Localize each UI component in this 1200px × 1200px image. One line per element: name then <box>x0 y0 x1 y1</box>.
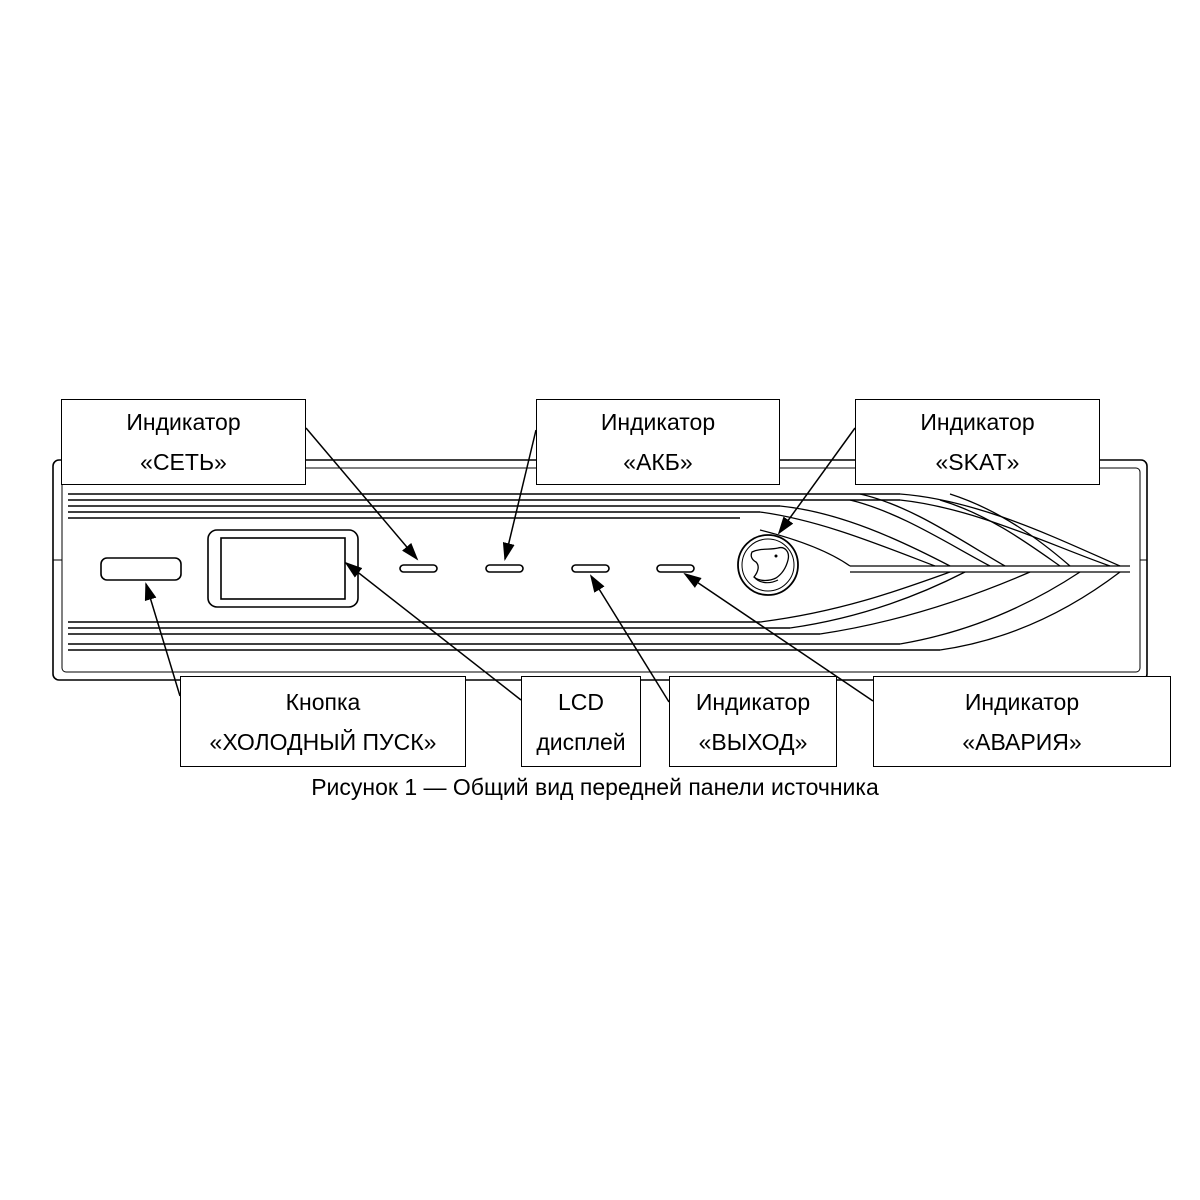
leader-set <box>305 427 419 561</box>
callout-cold-start-line1: Кнопка <box>285 688 361 715</box>
callout-indicator-skat: Индикатор «SKAT» <box>855 399 1100 485</box>
callout-alarm-line1: Индикатор <box>964 688 1080 715</box>
indicator-output-slot <box>571 564 610 573</box>
callout-akb-line2: «АКБ» <box>623 449 693 475</box>
leader-lcd <box>344 561 522 701</box>
callout-indicator-akb: Индикатор «АКБ» <box>536 399 780 485</box>
leader-akb <box>502 429 537 561</box>
callout-skat-line2: «SKAT» <box>935 449 1020 475</box>
callout-output-line1: Индикатор <box>695 688 811 715</box>
callout-lcd-display: LCD дисплей <box>521 676 641 767</box>
cold-start-button[interactable] <box>100 557 182 581</box>
indicator-alarm-slot <box>656 564 695 573</box>
upper-rails <box>68 493 900 519</box>
chevron-stripes <box>759 493 1130 651</box>
callout-indicator-output: Индикатор «ВЫХОД» <box>669 676 837 767</box>
leader-cold-start <box>144 582 181 697</box>
callout-cold-start-line2: «ХОЛОДНЫЙ ПУСК» <box>209 728 437 755</box>
callout-set-line1: Индикатор <box>126 409 241 435</box>
callout-alarm-line2: «АВАРИЯ» <box>962 728 1082 755</box>
leader-output <box>589 574 670 703</box>
callout-lcd-line1: LCD <box>557 688 604 715</box>
callout-cold-start-button: Кнопка «ХОЛОДНЫЙ ПУСК» <box>180 676 466 767</box>
callout-set-line2: «СЕТЬ» <box>140 449 227 475</box>
lcd-display <box>207 529 359 608</box>
callout-indicator-set: Индикатор «СЕТЬ» <box>61 399 306 485</box>
callout-akb-line1: Индикатор <box>600 409 716 435</box>
callout-skat-line1: Индикатор <box>920 409 1035 435</box>
callout-indicator-alarm: Индикатор «АВАРИЯ» <box>873 676 1171 767</box>
figure-caption: Рисунок 1 — Общий вид передней панели ис… <box>311 774 879 800</box>
skat-logo-icon <box>737 534 799 596</box>
lower-rails <box>68 621 940 651</box>
leader-alarm <box>683 572 874 702</box>
leader-lines <box>144 427 874 703</box>
callout-lcd-line2: дисплей <box>536 728 626 755</box>
indicator-set-slot <box>399 564 438 573</box>
callout-output-line2: «ВЫХОД» <box>698 728 808 755</box>
indicator-akb-slot <box>485 564 524 573</box>
leader-skat <box>777 427 856 535</box>
